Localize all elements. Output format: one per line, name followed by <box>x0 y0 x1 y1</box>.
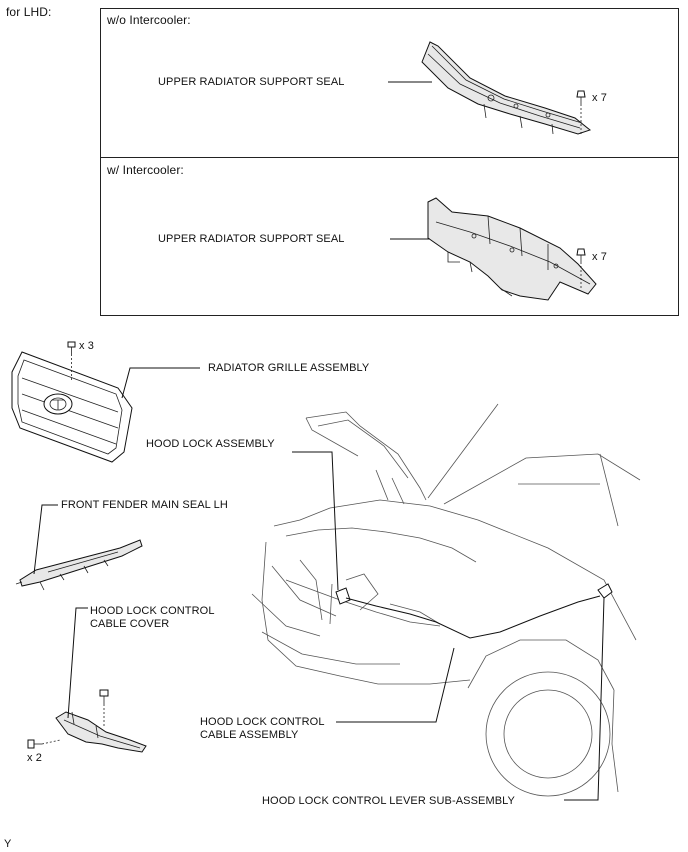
clip-icon-without-intercooler <box>576 90 586 104</box>
screw-icon-grille <box>67 341 76 354</box>
bolt-icon-cable-cover <box>99 689 109 704</box>
lever-label: HOOD LOCK CONTROL LEVER SUB-ASSEMBLY <box>262 795 515 807</box>
clip-icon-with-intercooler <box>576 248 586 262</box>
panel-title-with-intercooler: w/ Intercooler: <box>107 163 184 177</box>
clip-qty-with-intercooler: x 7 <box>592 251 607 263</box>
radiator-grille-part <box>11 351 133 463</box>
leader-lever <box>564 597 605 801</box>
fender-seal-label: FRONT FENDER MAIN SEAL LH <box>61 499 228 511</box>
leader-cable-assembly <box>336 647 455 723</box>
grille-label: RADIATOR GRILLE ASSEMBLY <box>208 362 370 374</box>
bolt-icon-side <box>27 739 42 749</box>
clip-qty-without-intercooler: x 7 <box>592 92 607 104</box>
footer-mark: Y <box>4 838 12 850</box>
cable-cover-part <box>55 711 147 753</box>
header-label: for LHD: <box>6 5 52 19</box>
seal-label-without-intercooler: UPPER RADIATOR SUPPORT SEAL <box>158 76 345 88</box>
bolt-guide-side <box>41 739 61 745</box>
panel-title-without-intercooler: w/o Intercooler: <box>107 13 191 27</box>
leader-grille <box>121 367 200 399</box>
panel-with-intercooler <box>100 157 679 316</box>
leader-hood-lock <box>292 451 339 591</box>
fender-seal-part <box>15 539 143 591</box>
seal-part-with-intercooler <box>427 197 597 301</box>
leader-cable-cover <box>67 607 88 719</box>
vehicle-front-illustration <box>251 403 641 797</box>
hood-lock-label: HOOD LOCK ASSEMBLY <box>146 438 275 450</box>
seal-part-without-intercooler <box>421 41 592 135</box>
cable-cover-bolt-qty: x 2 <box>27 752 42 764</box>
grille-screw-qty: x 3 <box>79 340 94 352</box>
cable-cover-label: HOOD LOCK CONTROL CABLE COVER <box>90 605 215 630</box>
leader-fender-seal <box>33 504 58 575</box>
seal-label-with-intercooler: UPPER RADIATOR SUPPORT SEAL <box>158 233 345 245</box>
cable-assembly-label: HOOD LOCK CONTROL CABLE ASSEMBLY <box>200 716 325 741</box>
